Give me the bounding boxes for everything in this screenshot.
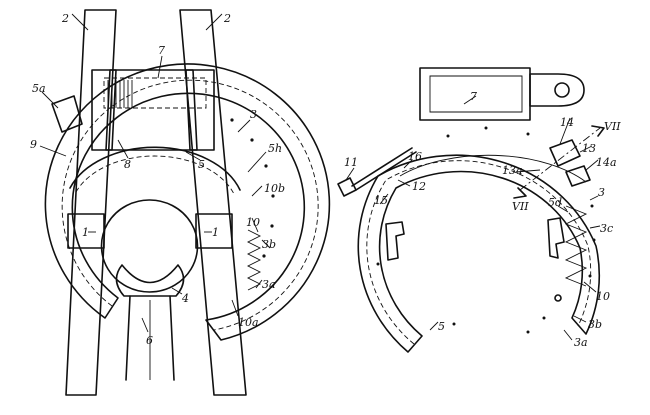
- label-15: 15: [374, 194, 388, 207]
- left-figure: 2 2 7 5a 3 9 8 5 5h 10b 10 3b 1 1 3a 4 1…: [30, 9, 331, 396]
- ring-cutouts: [385, 217, 565, 261]
- spring: [246, 229, 262, 291]
- label-14: 14: [560, 116, 574, 129]
- label-3a: 3a: [574, 336, 588, 349]
- label-3a: 3a: [262, 278, 276, 291]
- label-9: 9: [30, 138, 37, 151]
- left-leaders: [39, 13, 271, 333]
- label-2-right: 2: [223, 12, 231, 25]
- label-6: 6: [146, 334, 153, 347]
- spokes: [125, 295, 175, 381]
- bracket-left: [67, 213, 105, 249]
- section-line: [513, 125, 605, 199]
- shackle: [69, 146, 241, 195]
- right-leaders: [345, 95, 601, 341]
- label-7: 7: [158, 44, 165, 57]
- label-3c: 3c: [600, 222, 613, 235]
- frame-tube-left: [65, 9, 117, 396]
- lock-ring: [357, 154, 601, 353]
- hub: [100, 199, 199, 297]
- label-1-right: 1: [212, 226, 219, 239]
- label-10a: 10a: [238, 316, 259, 329]
- shackle: [399, 154, 587, 183]
- label-VII-bottom: VII: [512, 200, 529, 213]
- label-8: 8: [124, 158, 131, 171]
- label-13: 13: [582, 142, 596, 155]
- label-4: 4: [181, 292, 189, 305]
- lock-ring: [44, 63, 331, 341]
- frame-tube-right: [179, 9, 247, 396]
- label-16: 16: [408, 150, 422, 163]
- label-11: 11: [344, 156, 358, 169]
- label-10b: 10b: [264, 182, 285, 195]
- right-figure: 7 VII 14 13 14a 11 16 12 13a 3 VII 15 5d…: [337, 67, 621, 353]
- latch: [549, 139, 591, 187]
- label-5: 5: [198, 158, 205, 171]
- label-13a: 13a: [502, 164, 523, 177]
- label-1-left: 1: [82, 226, 89, 239]
- label-5a: 5a: [32, 82, 46, 95]
- label-3: 3: [250, 108, 257, 121]
- ring-screws: [376, 126, 596, 334]
- label-2-left: 2: [61, 12, 69, 25]
- label-10: 10: [246, 216, 260, 229]
- label-3b: 3b: [588, 318, 602, 331]
- label-5: 5: [438, 320, 445, 333]
- label-7: 7: [470, 90, 477, 103]
- lever: [51, 95, 83, 133]
- label-12: 12: [412, 180, 426, 193]
- label-5d: 5d: [548, 196, 562, 209]
- spring: [554, 205, 588, 302]
- label-5h: 5h: [268, 142, 282, 155]
- label-14a: 14a: [596, 156, 617, 169]
- ring-screws: [230, 118, 275, 258]
- label-10: 10: [596, 290, 610, 303]
- label-3: 3: [598, 186, 605, 199]
- label-VII-top: VII: [604, 120, 621, 133]
- housing-box: [419, 67, 585, 121]
- housing-box: [91, 69, 215, 151]
- label-3b: 3b: [262, 238, 276, 251]
